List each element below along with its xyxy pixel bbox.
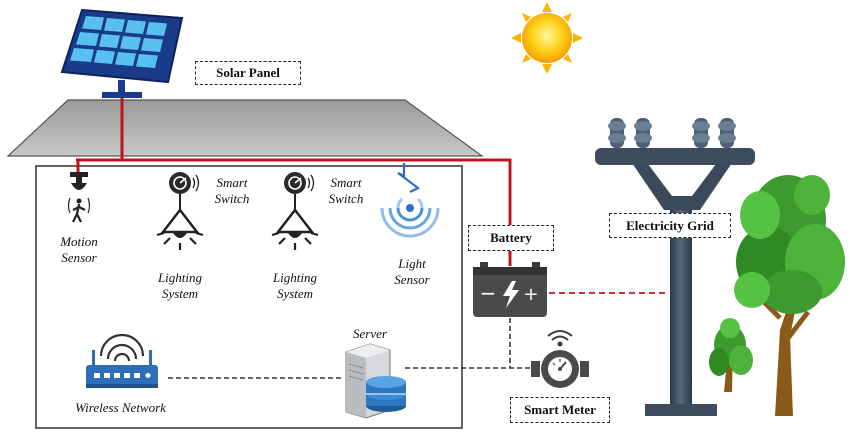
data-link	[168, 292, 665, 379]
smart-meter-label: Smart Meter	[510, 397, 610, 423]
smart-switch-label-line1: Smart	[330, 175, 362, 190]
house-roof	[6, 99, 484, 157]
light-sensor-label: Light Sensor	[380, 256, 444, 288]
lighting-system-label: Lighting System	[260, 270, 330, 302]
motion-sensor-label-line1: Motion	[60, 234, 98, 249]
server-label: Server	[353, 326, 387, 341]
lighting-system-label-line1: Lighting	[272, 270, 318, 285]
house-outline	[35, 165, 463, 429]
server-icon	[345, 343, 406, 419]
wireless-router-icon	[86, 333, 158, 388]
smart-switch-icon	[284, 172, 315, 194]
electricity-grid-label: Electricity Grid	[609, 213, 731, 238]
smart-switch-label-line2: Switch	[214, 191, 250, 206]
solar-panel-label: Solar Panel	[195, 61, 301, 85]
light-sensor-icon	[380, 163, 440, 238]
smart-switch-label-line2: Switch	[328, 191, 364, 206]
tree-icon	[709, 318, 753, 392]
solar-panel-icon	[60, 8, 184, 98]
battery-icon: − +	[473, 262, 547, 317]
battery-label: Battery	[468, 225, 554, 251]
lighting-icon	[156, 194, 204, 250]
lighting-icon	[271, 194, 319, 250]
light-sensor-label-line1: Light	[398, 256, 426, 271]
smart-switch-icon	[169, 172, 200, 194]
lighting-system-label-line2: System	[161, 286, 199, 301]
svg-text:+: +	[523, 284, 538, 305]
motion-sensor-label-line2: Sensor	[61, 250, 97, 265]
svg-text:−: −	[480, 281, 497, 305]
wireless-network-label: Wireless Network	[75, 400, 166, 415]
smart-switch-label: Smart Switch	[202, 175, 262, 207]
motion-sensor-label: Motion Sensor	[46, 234, 112, 266]
lighting-system-label-line2: System	[276, 286, 314, 301]
smart-meter-icon	[531, 330, 589, 388]
light-sensor-label-line2: Sensor	[394, 272, 430, 287]
lighting-system-label-line1: Lighting	[157, 270, 203, 285]
smart-switch-label-line1: Smart	[216, 175, 248, 190]
motion-sensor-icon	[67, 172, 91, 223]
tree-icon	[734, 175, 845, 416]
lighting-system-label: Lighting System	[145, 270, 215, 302]
sun-icon	[511, 2, 583, 74]
smart-switch-label: Smart Switch	[316, 175, 376, 207]
